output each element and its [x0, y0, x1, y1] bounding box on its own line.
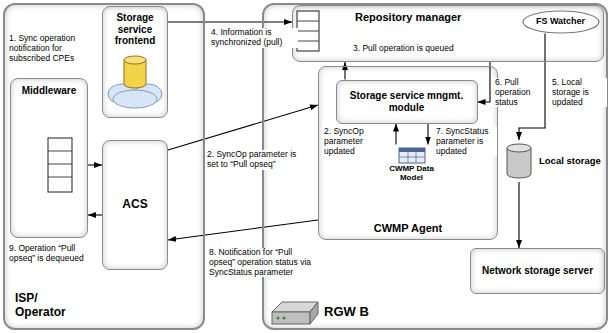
data-model-icon: [399, 148, 425, 163]
router-icon: [272, 302, 318, 324]
node-title: RGW B: [324, 305, 369, 320]
node-title: FS Watcher: [536, 16, 585, 26]
step-label: 2. SyncOp parameter updated: [323, 127, 385, 156]
storage-frontend-box: Storage service frontend: [102, 6, 168, 118]
ellipse-shape: [523, 11, 599, 33]
step-label: 9. Operation “Pull opseq” is dequeued: [8, 244, 100, 264]
step-label: 1. Sync operation notification for subsc…: [8, 34, 98, 63]
step-label: 2. SyncOp parameter is set to “Pull opse…: [206, 150, 302, 170]
acs-box: ACS: [102, 140, 168, 270]
watcher-ellipse: FS Watcher: [522, 10, 600, 34]
flow-arrow: [427, 124, 428, 145]
data-model-node: CWMP Data Model: [386, 145, 438, 189]
local-storage-node: Local storage: [505, 140, 605, 182]
middleware-box: Middleware: [10, 78, 88, 238]
flow-arrow: [168, 105, 318, 150]
node-title: Middleware: [22, 85, 76, 97]
flow-arrow: [478, 62, 491, 102]
queue-icon: [48, 138, 72, 192]
storage-cylinder: [507, 144, 531, 178]
step-label: 4. Information is synchronized (pull): [210, 28, 298, 48]
network-storage-box: Network storage server: [470, 248, 605, 294]
step-label: 6. Pull operation status: [494, 78, 540, 107]
flow-arrow: [395, 124, 396, 145]
node-title: CWMP Data Model: [386, 164, 438, 182]
node-title: Storage service mngmt. module: [341, 90, 473, 113]
flow-arrow: [168, 21, 292, 22]
step-label: 7. SyncStatus parameter is updated: [435, 127, 497, 156]
node-title: Repository manager: [355, 11, 461, 24]
node-title: Storage service frontend: [105, 12, 165, 47]
flow-arrow: [88, 214, 102, 215]
node-title: Local storage: [539, 156, 601, 167]
flow-arrow: [168, 220, 318, 240]
node-title: CWMP Agent: [374, 222, 442, 235]
step-label: 8. Notification for “Pull opseq” operati…: [208, 248, 318, 277]
queue-icon: [297, 11, 319, 51]
node-title: Network storage server: [482, 265, 593, 277]
flow-arrow: [88, 164, 102, 165]
flow-arrow: [518, 182, 519, 248]
module-box: Storage service mngmt. module: [336, 80, 478, 124]
step-label: 3. Pull operation is queued: [352, 44, 484, 54]
step-label: 5. Local storage is updated: [551, 78, 607, 107]
flow-arrow: [344, 62, 345, 80]
node-title: ISP/ Operator: [15, 292, 75, 320]
cloud-database-icon: [108, 56, 162, 108]
node-title: ACS: [122, 198, 147, 212]
